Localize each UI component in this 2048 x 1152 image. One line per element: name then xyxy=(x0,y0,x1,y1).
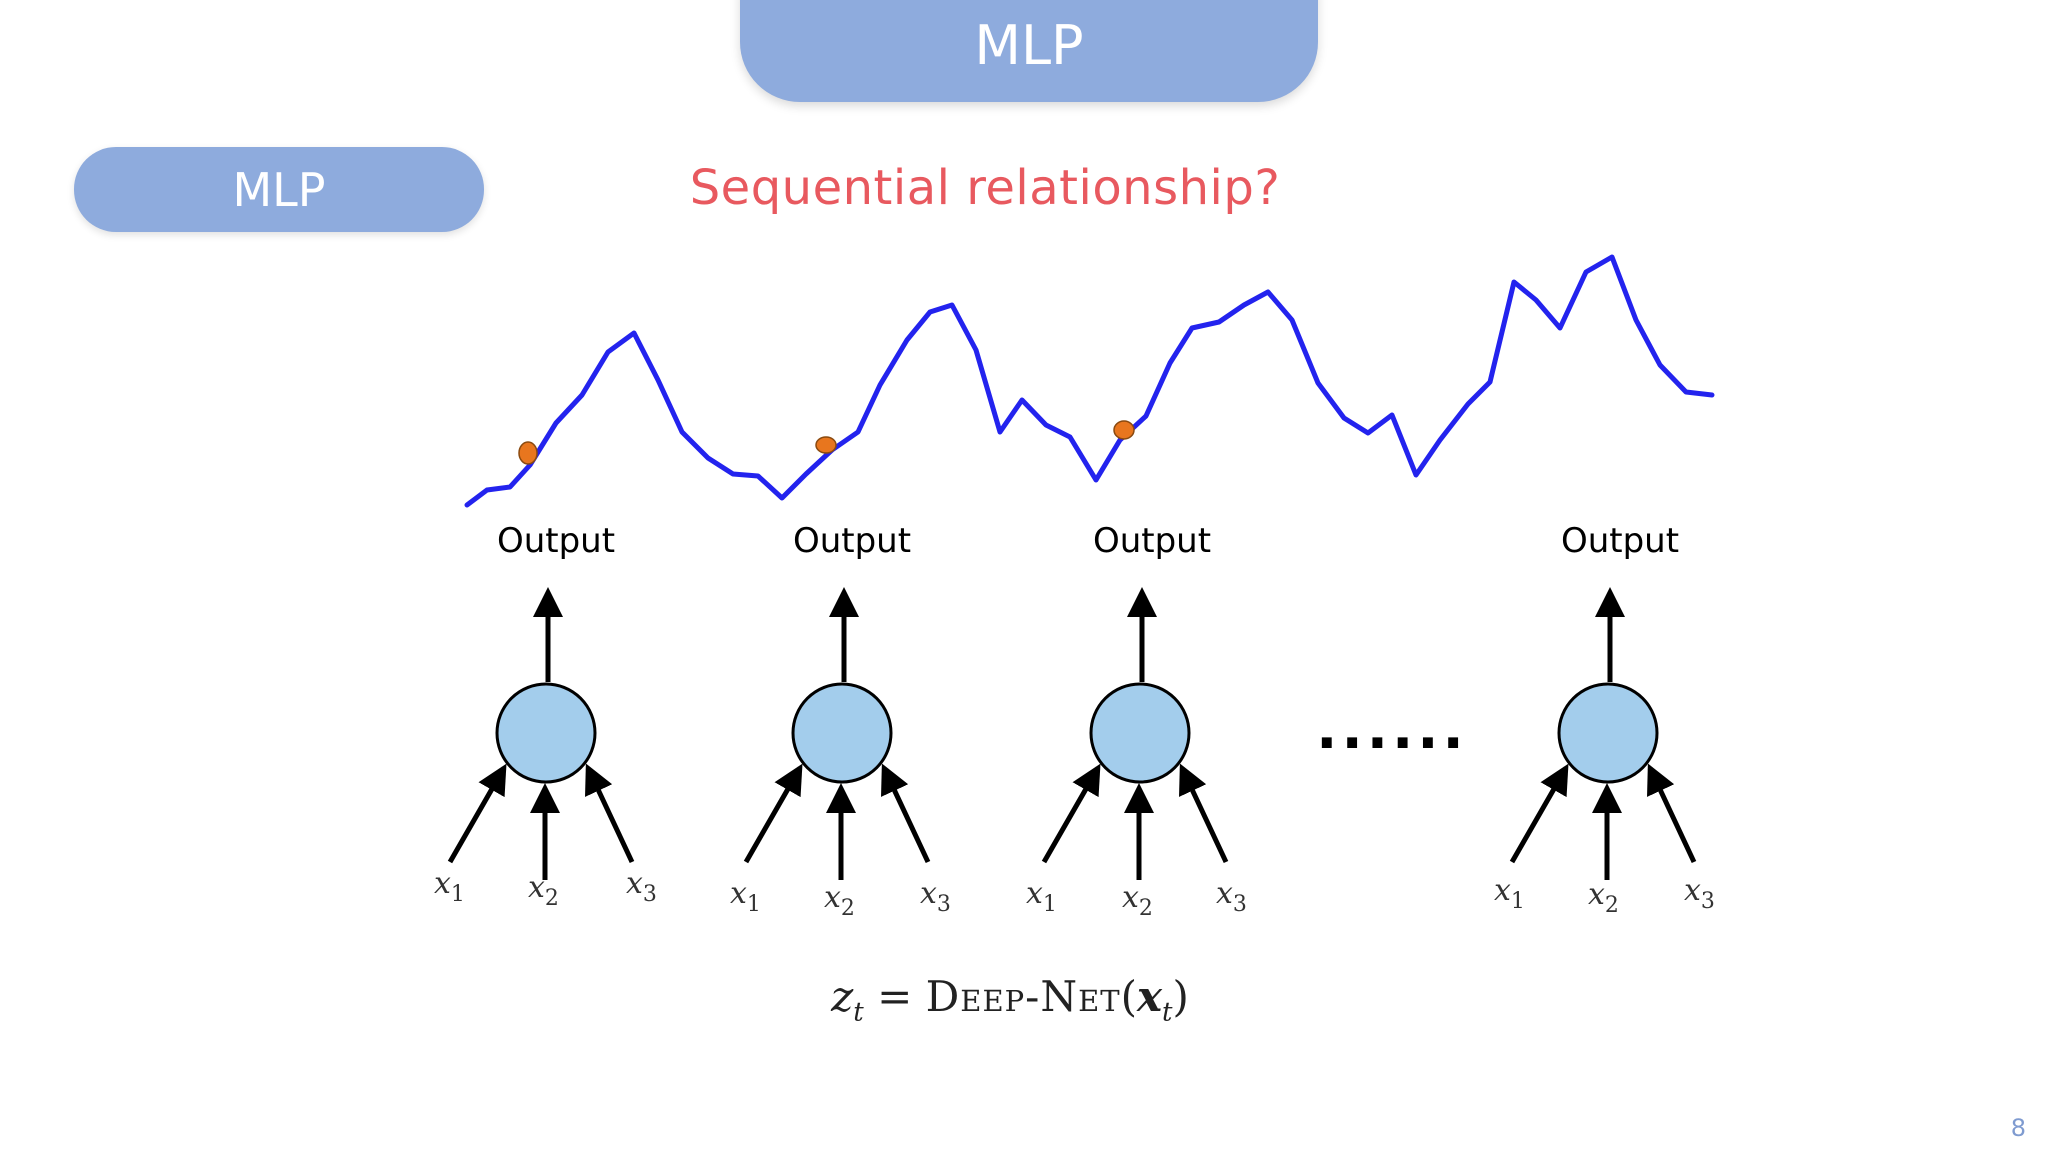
input-label-x2: x2 xyxy=(824,880,855,921)
neuron-node xyxy=(495,682,597,784)
input-label-x1: x1 xyxy=(1026,876,1057,917)
formula-open-paren: ( xyxy=(1120,972,1137,1021)
formula: zt = Deep-Net(xt) xyxy=(0,972,2020,1027)
network-unit: Output x1 x2 x3 xyxy=(1494,521,1715,918)
input-arrow xyxy=(1509,763,1569,864)
ellipsis: ...... xyxy=(1316,697,1468,762)
output-label: Output xyxy=(497,521,615,561)
network-unit: Output x1 x2 x3 xyxy=(730,521,951,921)
section-label: MLP xyxy=(74,147,484,232)
input-label-x2: x2 xyxy=(528,870,559,911)
question-text: Sequential relationship? xyxy=(689,160,1281,216)
input-arrow xyxy=(1647,763,1697,864)
sample-point xyxy=(518,441,538,465)
input-label-x2: x2 xyxy=(1122,880,1153,921)
neuron-node xyxy=(791,682,893,784)
input-label-x1: x1 xyxy=(434,866,465,907)
slide-title: MLP xyxy=(740,0,1318,102)
input-label-x3: x3 xyxy=(1684,873,1715,914)
input-arrow xyxy=(585,763,635,864)
formula-function: Deep-Net xyxy=(925,972,1121,1021)
input-arrow xyxy=(447,763,507,864)
output-label: Output xyxy=(1561,521,1679,561)
page-number: 8 xyxy=(2010,1114,2026,1142)
neuron-node xyxy=(1557,682,1659,784)
input-label-x1: x1 xyxy=(730,876,761,917)
input-label-x1: x1 xyxy=(1494,873,1525,914)
input-label-x3: x3 xyxy=(626,866,657,907)
input-label-x3: x3 xyxy=(920,876,951,917)
time-series-line xyxy=(464,254,1715,508)
input-arrow xyxy=(1041,763,1101,864)
output-label: Output xyxy=(1093,521,1211,561)
network-unit: Output x1 x2 x3 xyxy=(1026,521,1247,921)
formula-lhs: z xyxy=(831,972,854,1021)
network-unit: Output x1 x2 x3 xyxy=(434,521,657,911)
formula-arg: x xyxy=(1137,972,1163,1021)
input-label-x3: x3 xyxy=(1216,876,1247,917)
input-arrow xyxy=(881,763,931,864)
input-arrow xyxy=(1179,763,1229,864)
sample-point xyxy=(1113,420,1135,440)
formula-equals: = xyxy=(877,972,913,1021)
input-arrow xyxy=(743,763,803,864)
output-label: Output xyxy=(793,521,911,561)
formula-arg-sub: t xyxy=(1162,997,1173,1028)
input-label-x2: x2 xyxy=(1588,877,1619,918)
formula-lhs-sub: t xyxy=(853,997,864,1028)
formula-close-paren: ) xyxy=(1172,972,1189,1021)
neuron-node xyxy=(1089,682,1191,784)
sample-point xyxy=(815,436,837,454)
